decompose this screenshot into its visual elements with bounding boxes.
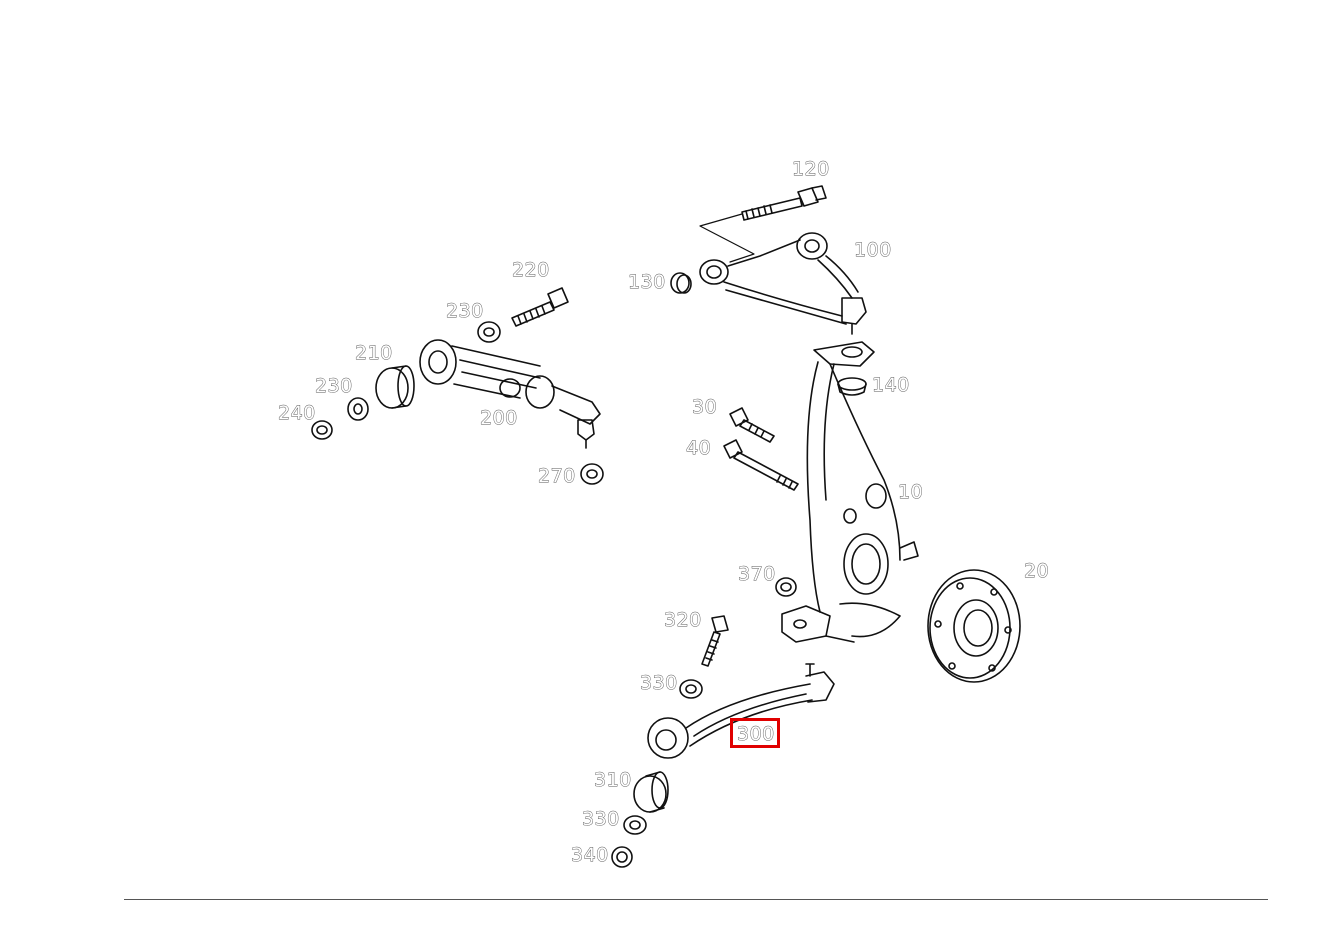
part-340-nut[interactable] <box>611 846 633 868</box>
label-30[interactable]: 30 <box>692 396 718 419</box>
part-30-bolt[interactable] <box>729 407 775 443</box>
label-130[interactable]: 130 <box>628 271 666 294</box>
part-20-wheel-hub[interactable] <box>927 569 1021 683</box>
part-40-bolt[interactable] <box>723 439 799 491</box>
label-230-lower[interactable]: 230 <box>315 375 353 398</box>
part-100-upper-arm[interactable] <box>699 232 867 335</box>
label-310[interactable]: 310 <box>594 769 632 792</box>
label-20[interactable]: 20 <box>1024 560 1050 583</box>
part-320-bolt[interactable] <box>701 615 729 667</box>
part-240-nut[interactable] <box>311 420 333 440</box>
label-120[interactable]: 120 <box>792 158 830 181</box>
label-330-upper[interactable]: 330 <box>640 672 678 695</box>
part-10-steering-knuckle[interactable] <box>781 341 919 643</box>
part-130-nut[interactable] <box>670 272 692 294</box>
part-300-control-arm[interactable] <box>647 663 835 759</box>
part-230-washer-upper[interactable] <box>477 321 501 343</box>
leader-120 <box>699 213 755 263</box>
part-270-nut[interactable] <box>580 463 604 485</box>
part-120-bolt[interactable] <box>741 185 827 221</box>
part-330-washer-lower[interactable] <box>623 815 647 835</box>
label-100[interactable]: 100 <box>854 239 892 262</box>
part-310-bushing[interactable] <box>633 771 669 813</box>
label-240[interactable]: 240 <box>278 402 316 425</box>
label-330-lower[interactable]: 330 <box>582 808 620 831</box>
part-200-lower-arm[interactable] <box>419 339 601 449</box>
part-230-washer-lower[interactable] <box>347 397 369 421</box>
label-140[interactable]: 140 <box>872 374 910 397</box>
part-210-bushing[interactable] <box>375 365 415 409</box>
part-220-bolt[interactable] <box>511 287 569 327</box>
label-340[interactable]: 340 <box>571 844 609 867</box>
label-270[interactable]: 270 <box>538 465 576 488</box>
bottom-divider <box>124 899 1268 900</box>
label-200[interactable]: 200 <box>480 407 518 430</box>
label-220[interactable]: 220 <box>512 259 550 282</box>
part-370-nut[interactable] <box>775 577 797 597</box>
label-320[interactable]: 320 <box>664 609 702 632</box>
label-370[interactable]: 370 <box>738 563 776 586</box>
label-210[interactable]: 210 <box>355 342 393 365</box>
label-10[interactable]: 10 <box>898 481 924 504</box>
label-230-upper[interactable]: 230 <box>446 300 484 323</box>
label-40[interactable]: 40 <box>686 437 712 460</box>
highlight-box-300 <box>730 718 780 748</box>
label-300[interactable]: 300 <box>737 723 775 746</box>
part-330-washer-upper[interactable] <box>679 679 703 699</box>
